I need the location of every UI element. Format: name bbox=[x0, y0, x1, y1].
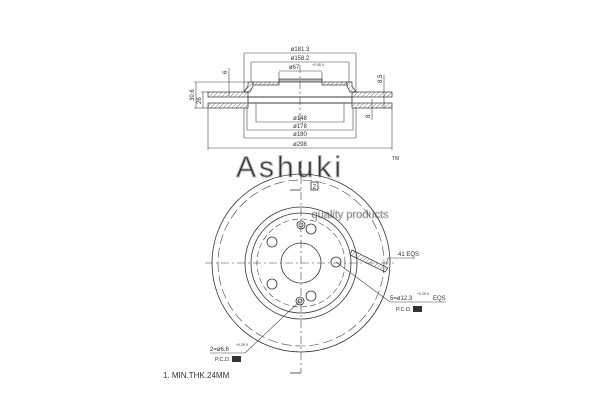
pin-pcd-label: P.C.D. bbox=[215, 357, 231, 363]
dim-8: 8 bbox=[366, 114, 372, 118]
vents-label: 41 EQS bbox=[398, 252, 419, 258]
bolt-pcd-label: P.C.D. bbox=[396, 307, 412, 313]
dim-181-3: ø181.3 bbox=[291, 47, 310, 53]
pin-holes-label: 2=ø6.6 bbox=[210, 347, 230, 353]
bolt-holes-eqs: EQS bbox=[433, 296, 446, 302]
dim-67-tolerance: +0.05 0 bbox=[312, 63, 324, 67]
dim-148: ø148 bbox=[293, 116, 307, 122]
dim-30-6: 30.6 bbox=[190, 89, 196, 101]
bolt-holes-tolerance: +0.25 0 bbox=[417, 292, 429, 296]
min-thickness-note: 1. MIN.THK.24MM bbox=[163, 371, 230, 380]
view-mark-z: Z bbox=[313, 185, 317, 191]
bolt-holes-label: 5=ø12.3 bbox=[390, 296, 413, 302]
dim-26: 26 bbox=[197, 97, 203, 104]
front-view: Z 41 EQS 5=ø12.3 +0.25 0 EQS P.C.D. 2=ø6… bbox=[205, 160, 446, 374]
pin-holes-tolerance: +0.25 0 bbox=[236, 343, 248, 347]
dim-298: ø298 bbox=[293, 142, 307, 148]
dim-6: 6 bbox=[223, 70, 229, 74]
brand-watermark: Ashuki TM quality products bbox=[235, 151, 399, 222]
bolt-holes bbox=[266, 220, 342, 306]
dim-178: ø178 bbox=[293, 124, 307, 130]
side-section-view: ø181.3 ø158.2 ø67 +0.05 0 ø148 ø178 ø180… bbox=[190, 47, 393, 150]
dim-8-5: 8.5 bbox=[378, 74, 384, 83]
dim-180: ø180 bbox=[293, 132, 307, 138]
dim-67: ø67 bbox=[289, 65, 300, 71]
dim-158-2: ø158.2 bbox=[291, 56, 310, 62]
watermark-brand: Ashuki bbox=[236, 151, 344, 184]
watermark-tm: TM bbox=[392, 156, 399, 162]
watermark-tagline: quality products bbox=[311, 209, 389, 221]
